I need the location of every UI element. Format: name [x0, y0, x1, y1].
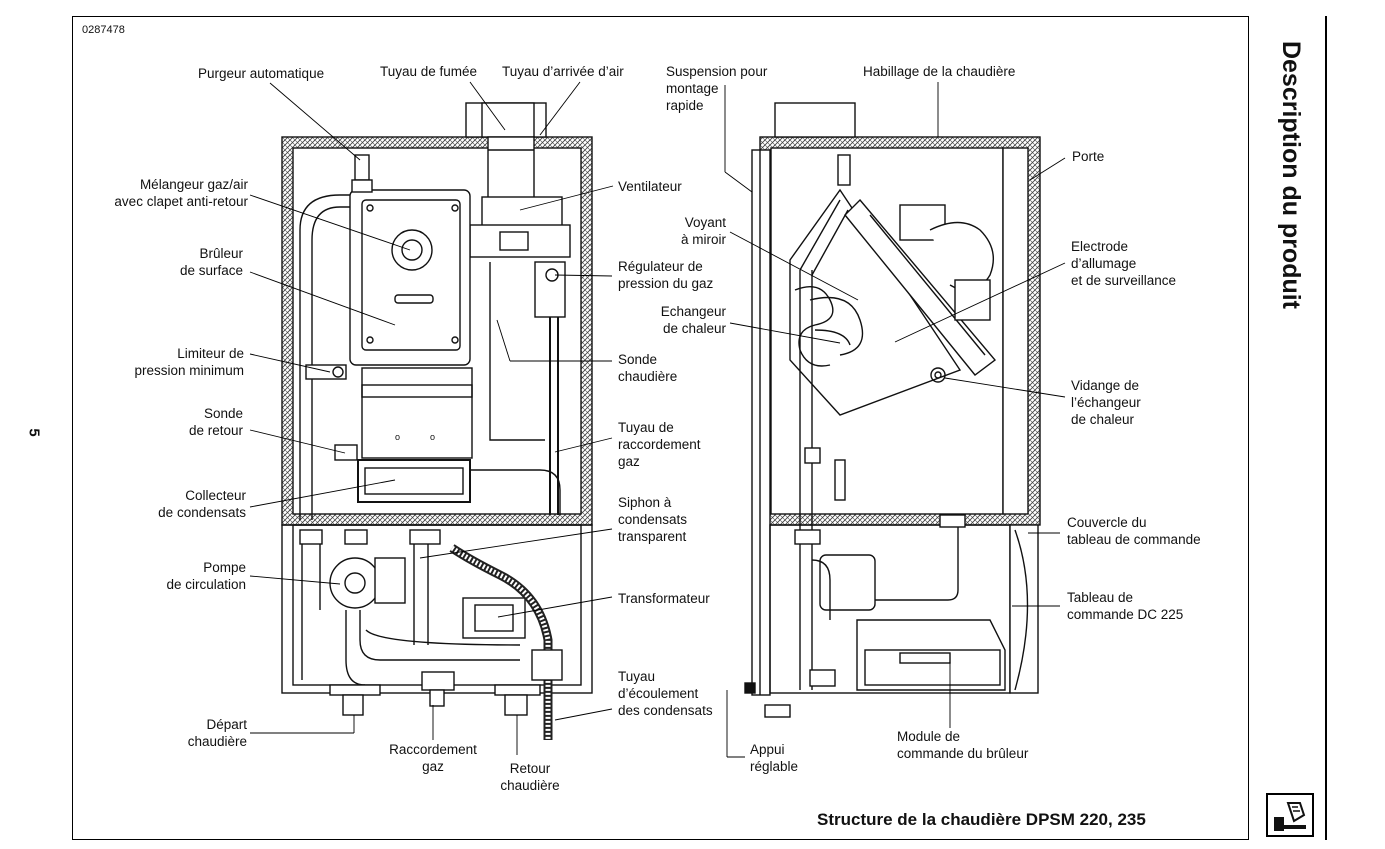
margin-rule	[1325, 16, 1327, 840]
label-siphon: Siphon à condensats transparent	[618, 495, 688, 544]
label-tableau: Tableau de commande DC 225	[1067, 590, 1184, 622]
label-sonde-chaudiere: Sonde chaudière	[618, 352, 678, 384]
svg-text:o: o	[395, 432, 400, 442]
label-sonde-retour: Sonde de retour	[188, 406, 243, 438]
label-echangeur: Echangeur de chaleur	[660, 304, 726, 336]
label-bruleur: Brûleur de surface	[179, 246, 243, 278]
label-purgeur: Purgeur automatique	[198, 66, 325, 81]
label-electrode: Electrode d’allumage et de surveillance	[1071, 239, 1177, 288]
label-tuyau-gaz: Tuyau de raccordement gaz	[618, 420, 701, 469]
label-habillage: Habillage de la chaudière	[863, 64, 1016, 79]
leader-lines	[249, 81, 1066, 758]
label-voyant: Voyant à miroir	[680, 215, 726, 247]
manual-book-icon	[1266, 793, 1314, 837]
label-suspension: Suspension pour montage rapide	[666, 64, 768, 113]
label-tuyau-ecoulement: Tuyau d’écoulement des condensats	[618, 669, 713, 718]
label-limiteur: Limiteur de pression minimum	[134, 346, 244, 378]
label-transformateur: Transformateur	[618, 591, 710, 606]
label-ventilateur: Ventilateur	[618, 179, 682, 194]
page-frame	[72, 16, 1249, 840]
label-appui: Appui réglable	[750, 742, 799, 774]
label-depart: Départ chaudière	[187, 717, 247, 749]
label-melangeur: Mélangeur gaz/air avec clapet anti-retou…	[114, 177, 248, 209]
label-couvercle: Couvercle du tableau de commande	[1067, 515, 1201, 547]
figure-title: Structure de la chaudière DPSM 220, 235	[817, 810, 1146, 829]
svg-text:o: o	[430, 432, 435, 442]
label-porte: Porte	[1072, 149, 1105, 164]
front-view-drawing: o o	[281, 102, 593, 740]
label-tuyau-fumee: Tuyau de fumée	[380, 64, 478, 79]
side-view-drawing	[744, 102, 1041, 718]
document-id: 0287478	[82, 24, 125, 36]
label-collecteur: Collecteur de condensats	[158, 488, 246, 520]
label-vidange: Vidange de l’échangeur de chaleur	[1071, 378, 1141, 427]
label-module: Module de commande du brûleur	[897, 729, 1029, 761]
label-pompe: Pompe de circulation	[166, 560, 246, 592]
label-retour: Retour chaudière	[500, 761, 560, 793]
label-raccord-gaz: Raccordement gaz	[389, 742, 477, 774]
label-regulateur: Régulateur de pression du gaz	[618, 259, 714, 291]
label-tuyau-air: Tuyau d’arrivée d’air	[502, 64, 624, 79]
